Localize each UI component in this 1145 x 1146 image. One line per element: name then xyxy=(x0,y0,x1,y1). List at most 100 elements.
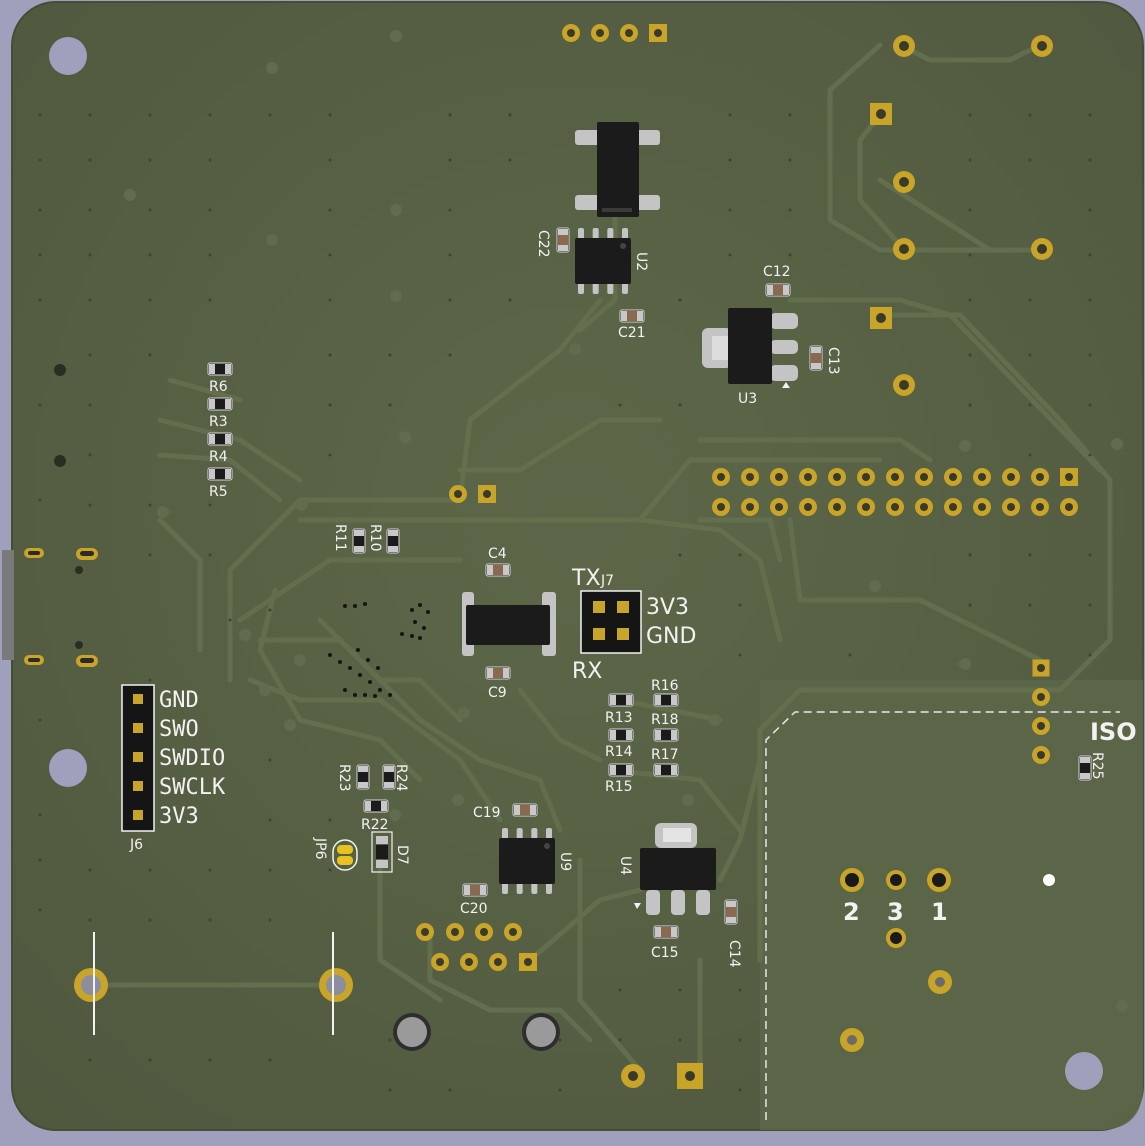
smd-pad xyxy=(671,695,677,705)
header-pin-top-hole xyxy=(1036,473,1044,481)
header-pin-bottom-hole xyxy=(804,503,812,511)
smd-pad xyxy=(464,885,470,895)
ic-top-sot xyxy=(575,122,660,217)
right-pin-hole xyxy=(1037,244,1047,254)
header-pin-top-hole xyxy=(891,473,899,481)
j7-gnd-label: GND xyxy=(646,624,696,649)
header-pin-bottom-hole xyxy=(775,503,783,511)
header-pin-top-hole xyxy=(949,473,957,481)
c22-label: C22 xyxy=(535,230,551,258)
smd-pad xyxy=(621,311,627,321)
top-header-pin-hole xyxy=(567,29,575,37)
smd-body xyxy=(726,907,736,917)
smd-pad xyxy=(726,917,736,923)
smd-pad xyxy=(503,565,509,575)
top-header-pin-hole xyxy=(596,29,604,37)
iso-pin-hole xyxy=(1037,722,1045,730)
r13-label: R13 xyxy=(605,710,633,726)
ic-lead xyxy=(622,282,628,294)
smd-pad xyxy=(358,782,368,788)
iso-pin-1-hole xyxy=(1037,664,1045,672)
r10-label: R10 xyxy=(367,524,383,552)
ic-lead xyxy=(546,882,552,894)
ic-lead xyxy=(516,882,523,894)
smd-pad xyxy=(671,765,677,775)
right-pin-hole xyxy=(876,313,886,323)
smd-body xyxy=(520,805,530,815)
bottom-header-pin-hole xyxy=(421,928,429,936)
iso-boundary xyxy=(765,711,1120,1120)
smd-body xyxy=(661,730,671,740)
u3-label: U3 xyxy=(738,391,757,407)
smd-body xyxy=(354,536,364,546)
smd-body xyxy=(661,695,671,705)
j7-rx-label: RX xyxy=(572,659,602,684)
black-via xyxy=(54,455,66,467)
smd-body xyxy=(661,927,671,937)
header-2x13 xyxy=(712,468,1078,516)
smd-pad xyxy=(209,434,215,444)
smd-body xyxy=(616,730,626,740)
smd-pad xyxy=(480,885,486,895)
c4-label: C4 xyxy=(488,546,507,562)
smd-body xyxy=(215,434,225,444)
smd-pad xyxy=(558,245,568,251)
c21-label: C21 xyxy=(618,325,646,341)
r24-label: R24 xyxy=(393,764,409,792)
iso-region xyxy=(760,680,1143,1130)
iso-label: ISO xyxy=(1090,718,1137,746)
r18-label: R18 xyxy=(651,712,679,728)
smd-body xyxy=(616,695,626,705)
header-pin-bottom-hole xyxy=(1036,503,1044,511)
ic-u2 xyxy=(575,228,631,294)
bottom-header-pin-hole xyxy=(436,958,444,966)
smd-pad xyxy=(626,695,632,705)
iso-header xyxy=(1032,659,1050,764)
smd-pad xyxy=(503,668,509,678)
r23-label: R23 xyxy=(336,764,352,792)
top-header xyxy=(562,24,667,42)
smd-pad xyxy=(626,765,632,775)
smd-pad xyxy=(637,311,643,321)
smd-pad xyxy=(610,765,616,775)
c12-label: C12 xyxy=(763,264,791,280)
r3-label: R3 xyxy=(209,414,228,430)
smd-pad xyxy=(487,565,493,575)
smd-body xyxy=(627,311,637,321)
smd-pad xyxy=(626,730,632,740)
ic-lead xyxy=(578,282,584,294)
smd-pad xyxy=(783,285,789,295)
u2-label: U2 xyxy=(633,252,649,271)
smd-pad xyxy=(354,546,364,552)
smd-pad xyxy=(388,546,398,552)
smd-pad xyxy=(209,399,215,409)
j6-pin-swdio: SWDIO xyxy=(159,746,225,771)
smd-pad xyxy=(225,364,231,374)
smd-pad xyxy=(558,229,568,235)
ic-lead xyxy=(607,228,614,240)
smd-pad xyxy=(610,695,616,705)
ic-lead xyxy=(592,228,599,240)
smd-pad xyxy=(358,766,368,772)
smd-pad xyxy=(726,901,736,907)
silkscreen: TX J7 3V3 GND RX GND SWO SWDIO SWCLK 3V3… xyxy=(129,230,1137,968)
via-bumps xyxy=(124,30,1128,1012)
smd-pad xyxy=(381,801,387,811)
header-pin-top-hole xyxy=(862,473,870,481)
j6-pin-3v3: 3V3 xyxy=(159,804,199,829)
c15-label: C15 xyxy=(651,945,679,961)
header-pin-bottom-hole xyxy=(978,503,986,511)
smd-body xyxy=(388,536,398,546)
right-pin-hole xyxy=(899,380,909,390)
header-pin-bottom-hole xyxy=(1065,503,1073,511)
j6-header xyxy=(121,684,155,832)
j6-ref: J6 xyxy=(129,837,143,853)
ic-u3 xyxy=(702,308,798,388)
smd-pad xyxy=(209,364,215,374)
smd-pad xyxy=(514,805,520,815)
c13-label: C13 xyxy=(825,347,841,375)
header-pin-bottom-hole xyxy=(833,503,841,511)
smd-pad xyxy=(487,668,493,678)
bottom-header-pin-hole xyxy=(451,928,459,936)
